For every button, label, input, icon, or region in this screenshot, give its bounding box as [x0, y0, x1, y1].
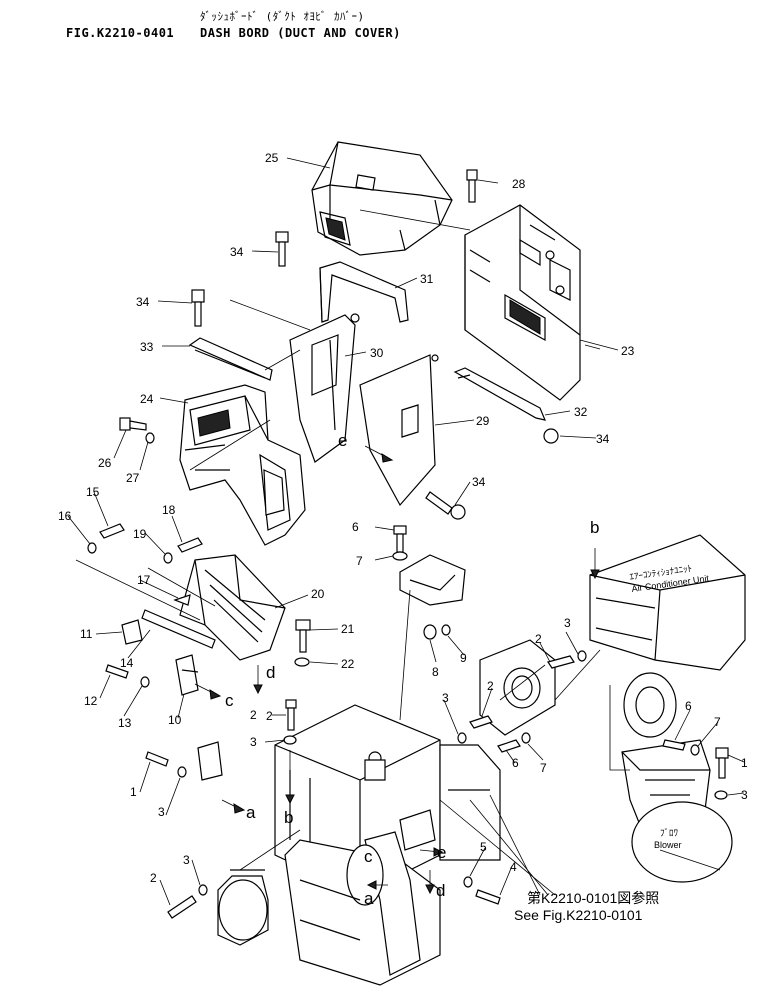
callout: 14 [120, 656, 134, 670]
part-10-bracket [175, 654, 199, 696]
callout: 5 [480, 840, 487, 854]
ref-letter-e: e [437, 843, 446, 862]
part-24-duct [179, 384, 306, 546]
callout: 6 [685, 699, 692, 713]
part-25-top-cover [311, 141, 453, 256]
callout: 15 [86, 485, 100, 499]
callout: 2 [535, 632, 542, 646]
ref-letter-e: e [338, 431, 347, 450]
cross-ref-en: See Fig.K2210-0101 [514, 907, 643, 923]
callout: 2 [150, 871, 157, 885]
ref-letter-b: b [284, 808, 293, 827]
callout: 34 [230, 245, 244, 259]
title-japanese: ﾀﾞｯｼｭﾎﾞｰﾄﾞ (ﾀﾞｸﾄ ｵﾖﾋﾞ ｶﾊﾞｰ) [200, 10, 365, 23]
part-31-bracket [319, 261, 409, 323]
part-29-plate [359, 354, 439, 507]
ref-letter-d: d [266, 663, 275, 682]
round-plate [479, 639, 556, 736]
part-23-right-cover [464, 204, 581, 401]
callout: 34 [472, 475, 486, 489]
leader-lines [67, 157, 745, 906]
callout: 7 [540, 761, 547, 775]
callout: 23 [621, 344, 635, 358]
callout: 27 [126, 471, 140, 485]
ref-letter-b: b [590, 518, 599, 537]
callout: 19 [133, 527, 147, 541]
ref-letter-d: d [436, 881, 445, 900]
callout: 1 [741, 756, 748, 770]
callout: 33 [140, 340, 154, 354]
part-30-vertical-panel [289, 313, 360, 463]
reference-letters: a a b b c c d d e e [225, 431, 599, 908]
callout: 2 [266, 709, 273, 723]
part-11-clip [121, 619, 143, 645]
center-bracket [399, 554, 466, 606]
callout: 3 [564, 616, 571, 630]
callout: 6 [512, 756, 519, 770]
callout: 4 [510, 860, 517, 874]
callout: 32 [574, 405, 588, 419]
lower-assembly [284, 809, 441, 986]
ref-letter-c: c [364, 847, 373, 866]
callout: 7 [714, 715, 721, 729]
callout: 6 [352, 520, 359, 534]
part-20-grille-duct [179, 554, 286, 661]
callout: 29 [476, 414, 490, 428]
callout: 2 [250, 708, 257, 722]
callout: 25 [265, 151, 279, 165]
callout: 3 [158, 805, 165, 819]
ref-letter-a: a [246, 803, 256, 822]
part-14-bar [141, 609, 216, 649]
callout: 7 [356, 554, 363, 568]
part-33-strap [188, 337, 273, 381]
callout: 26 [98, 456, 112, 470]
cross-ref-jp: 第K2210-0101図参照 [527, 890, 659, 906]
callout: 9 [460, 651, 467, 665]
direction-arrows [194, 445, 600, 895]
callout: 34 [596, 432, 610, 446]
diagram-title: DASH BORD (DUCT AND COVER) [200, 26, 401, 40]
callout: 20 [311, 587, 325, 601]
callout: 1 [130, 785, 137, 799]
callout: 24 [140, 392, 154, 406]
callout: 17 [137, 573, 151, 587]
blower-unit [621, 739, 733, 883]
callout: 3 [442, 691, 449, 705]
part-bracket-a [197, 741, 223, 781]
callout: 16 [58, 509, 72, 523]
callout-labels: 1 1 2 2 2 2 2 3 3 3 3 3 3 4 5 6 6 6 7 7 … [58, 151, 748, 885]
figure-number: FIG.K2210-0401 [66, 26, 175, 40]
blower-label-en: Blower [654, 840, 682, 850]
mid-plate [439, 744, 501, 861]
cross-reference: 第K2210-0101図参照 See Fig.K2210-0101 [514, 890, 659, 923]
blower-label-jp: ﾌﾞﾛﾜ [660, 828, 679, 838]
callout: 2 [487, 679, 494, 693]
air-conditioner-unit [589, 534, 746, 738]
callout: 21 [341, 622, 355, 636]
callout: 30 [370, 346, 384, 360]
callout: 10 [168, 713, 182, 727]
callout: 34 [136, 295, 150, 309]
part-32-rod [453, 367, 546, 421]
callout: 12 [84, 694, 98, 708]
callout: 28 [512, 177, 526, 191]
callout: 8 [432, 665, 439, 679]
fastener-bolts [87, 169, 729, 919]
ref-letter-c: c [225, 691, 234, 710]
callout: 3 [250, 735, 257, 749]
filter-canister [217, 869, 269, 946]
callout: 13 [118, 716, 132, 730]
callout: 11 [80, 627, 93, 641]
callout: 3 [741, 788, 748, 802]
callout: 3 [183, 853, 190, 867]
ref-letter-a: a [364, 889, 374, 908]
callout: 22 [341, 657, 355, 671]
callout: 18 [162, 503, 176, 517]
callout: 31 [420, 272, 434, 286]
